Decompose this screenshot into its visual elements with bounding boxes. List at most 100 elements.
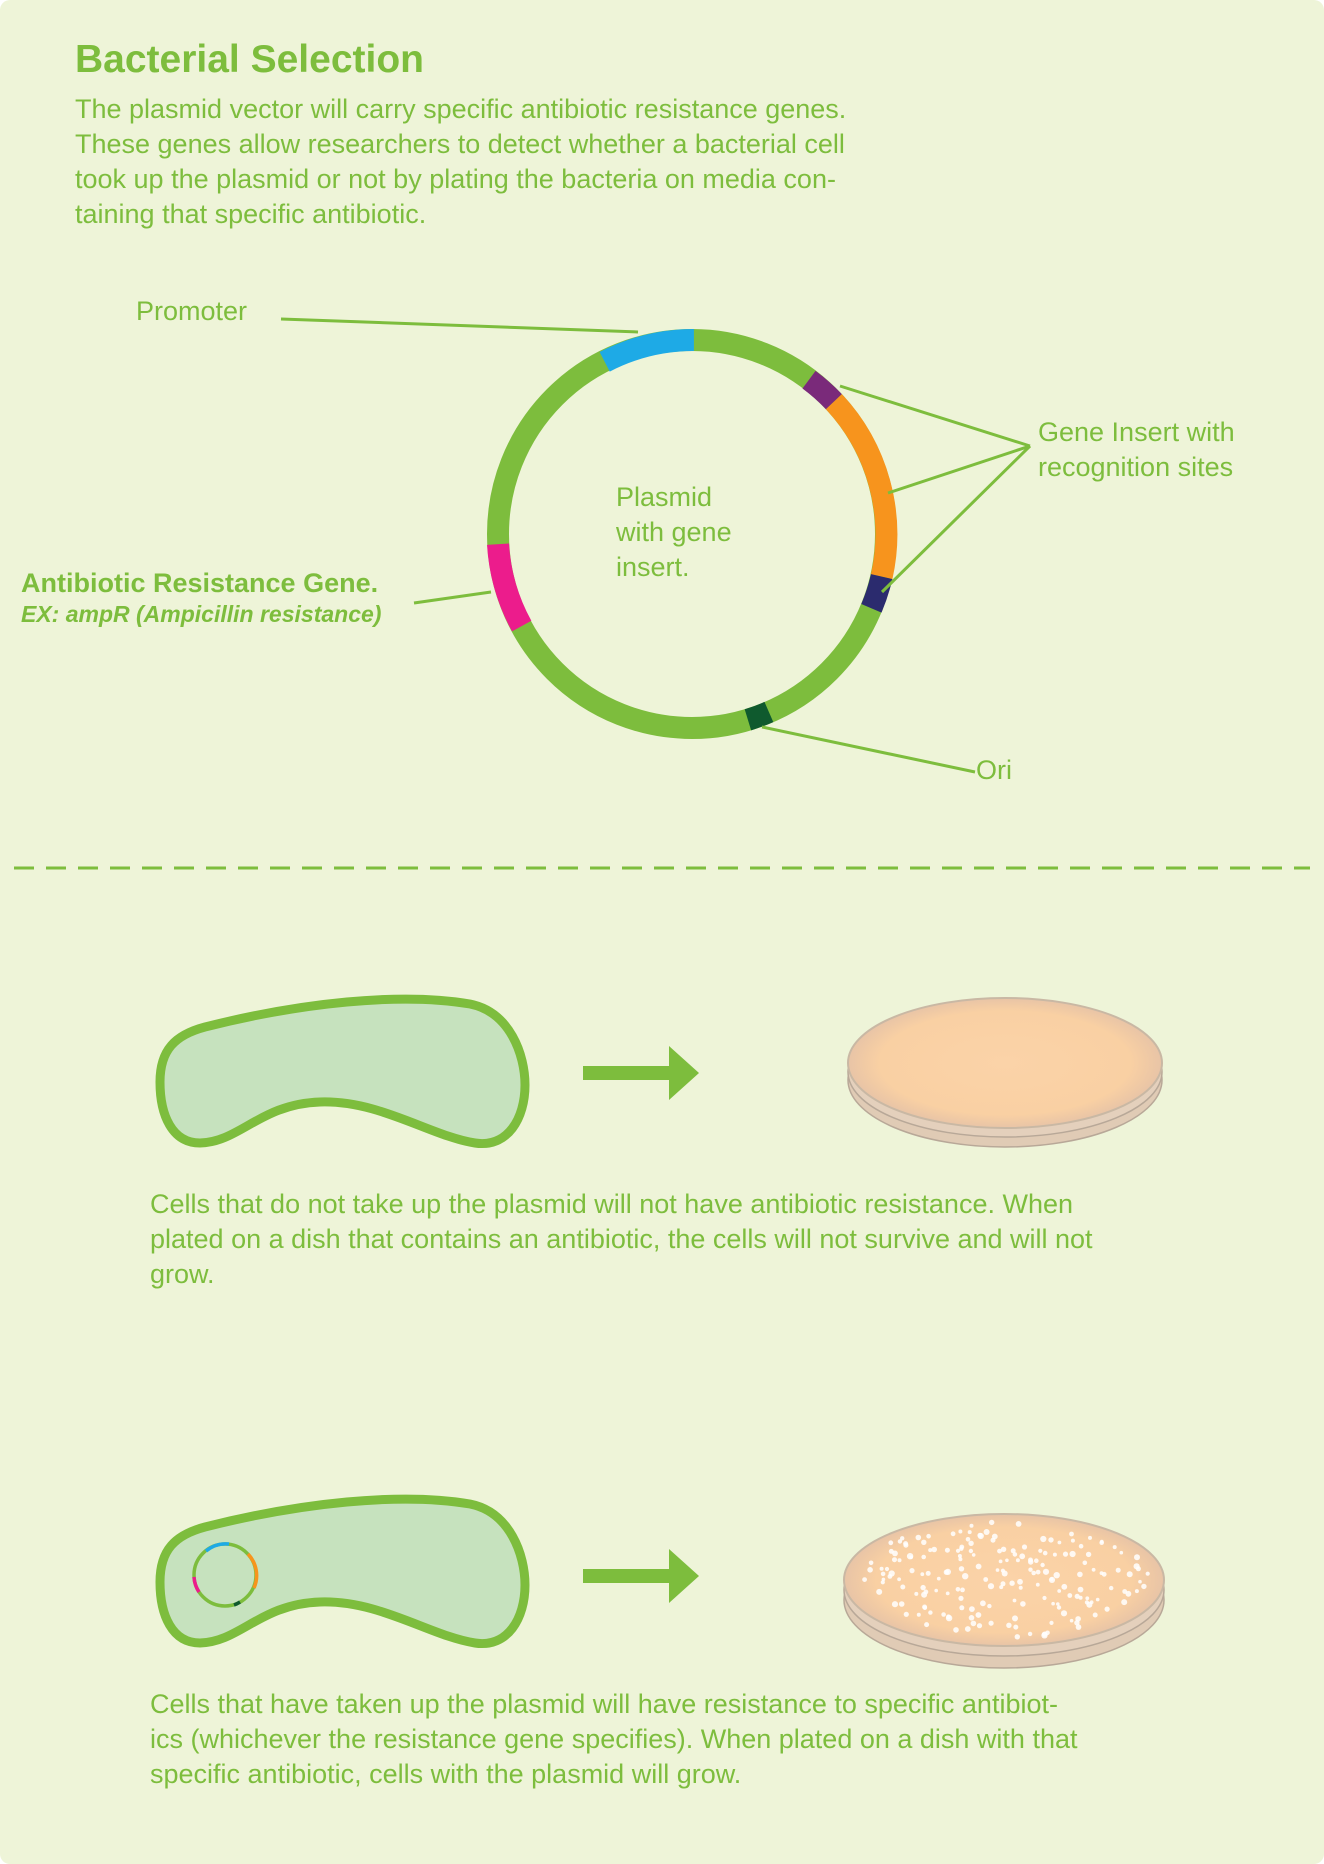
colony-dot [1006, 1622, 1012, 1629]
colony-dot [1018, 1585, 1023, 1590]
colony-dot [891, 1601, 899, 1608]
colony-dot [862, 1577, 867, 1582]
colony-dot [1028, 1557, 1033, 1563]
colony-dot [926, 1533, 931, 1539]
leader-lines [280, 317, 1032, 774]
colony-dot [1138, 1579, 1142, 1584]
colony-dot [1012, 1552, 1018, 1557]
colony-dot [969, 1606, 975, 1612]
colony-dot [1049, 1620, 1054, 1625]
colony-dot [928, 1548, 933, 1553]
colony-dot [983, 1529, 990, 1535]
colony-dot [1048, 1537, 1054, 1543]
colony-dot [958, 1529, 963, 1534]
colony-dot [1112, 1545, 1117, 1550]
colony-dot [867, 1567, 873, 1573]
colony-dot [1089, 1600, 1094, 1605]
colony-dot [1075, 1624, 1082, 1630]
ori-segment [744, 701, 774, 731]
colony-dot [1057, 1540, 1062, 1545]
colony-dot [971, 1553, 976, 1557]
colony-dot [959, 1605, 965, 1611]
colony-dot [1027, 1631, 1033, 1637]
colony-dot [945, 1591, 950, 1596]
colony-dot [964, 1626, 971, 1632]
colony-dot [965, 1537, 971, 1542]
colony-dot [931, 1546, 937, 1553]
colony-dot [898, 1601, 905, 1607]
colony-dot [880, 1571, 886, 1577]
colony-dot [1062, 1551, 1069, 1557]
colony-dot [987, 1583, 995, 1590]
colony-dot [970, 1620, 977, 1627]
colony-dot [1042, 1595, 1047, 1601]
colony-dot [1069, 1618, 1074, 1623]
colony-dot [1082, 1560, 1088, 1566]
petri-dish-with-colonies [843, 1513, 1165, 1669]
colony-dot [1013, 1624, 1019, 1630]
colony-dot [1078, 1543, 1084, 1549]
resistance-leader-line [413, 590, 492, 605]
colony-dot [888, 1548, 894, 1554]
colony-dot [1031, 1570, 1036, 1576]
colony-dot [897, 1558, 902, 1563]
colony-dot [1042, 1550, 1048, 1556]
colony-dot [1075, 1616, 1081, 1622]
colony-dot [1015, 1521, 1022, 1527]
petri-dish-no-growth [847, 997, 1163, 1148]
colony-dot [976, 1623, 983, 1629]
colony-dot [906, 1553, 914, 1560]
ori-label: Ori [976, 755, 1012, 785]
colony-dot [915, 1534, 922, 1541]
colony-dot [987, 1603, 992, 1609]
colony-dot [1074, 1593, 1080, 1599]
colony-dot [892, 1557, 897, 1563]
colony-dot [1115, 1567, 1121, 1573]
colony-dot [1070, 1538, 1075, 1543]
colony-dot [1000, 1581, 1006, 1587]
colony-dot [1077, 1586, 1084, 1593]
colony-dot [1017, 1578, 1023, 1585]
colony-dot [1104, 1606, 1110, 1612]
gene-insert-segment [825, 394, 898, 579]
insert-leader-line-1 [839, 384, 1031, 448]
colony-dot [1020, 1601, 1026, 1607]
colony-dot [924, 1622, 930, 1628]
colony-dot [920, 1572, 925, 1577]
colony-dot [1041, 1631, 1048, 1637]
insert-leader-line-3 [880, 444, 1032, 594]
colony-dot [1035, 1569, 1041, 1575]
resistance-gene-segment [487, 543, 532, 632]
colony-dot [1069, 1531, 1074, 1537]
insert-leader-line-2 [887, 444, 1031, 495]
colony-dot [920, 1584, 926, 1591]
colony-dot [1145, 1571, 1150, 1576]
mini-plasmid-icon [192, 1542, 259, 1608]
recognition-site-2 [861, 573, 893, 613]
colony-dot [1049, 1577, 1054, 1581]
colony-dot [1085, 1596, 1090, 1601]
promoter-label: Promoter [136, 296, 248, 326]
colony-dot [914, 1591, 919, 1596]
colony-dot [884, 1566, 890, 1572]
colony-dot [1051, 1601, 1055, 1606]
colony-dot [968, 1615, 975, 1621]
colony-dot [957, 1554, 962, 1558]
colony-dot [1077, 1571, 1083, 1578]
colony-dot [1134, 1589, 1139, 1594]
colony-dot [1028, 1567, 1033, 1572]
colony-dot [1021, 1544, 1028, 1550]
colony-dot [1091, 1567, 1096, 1572]
colony-dot [925, 1570, 931, 1576]
colony-dot [1057, 1589, 1062, 1593]
bacterial-cell-without-plasmid [155, 994, 530, 1149]
bacterial-colonies [862, 1519, 1150, 1640]
scenario-2-graphics [155, 1494, 1165, 1669]
page-title: Bacterial Selection [75, 38, 424, 81]
colony-dot [1092, 1612, 1098, 1618]
arrow-right-icon [583, 1549, 699, 1603]
colony-dot [936, 1576, 941, 1581]
gene-insert-label: Gene Insert with recognition sites [1038, 417, 1235, 482]
colony-dot [1009, 1580, 1015, 1586]
colony-dot [876, 1588, 883, 1595]
